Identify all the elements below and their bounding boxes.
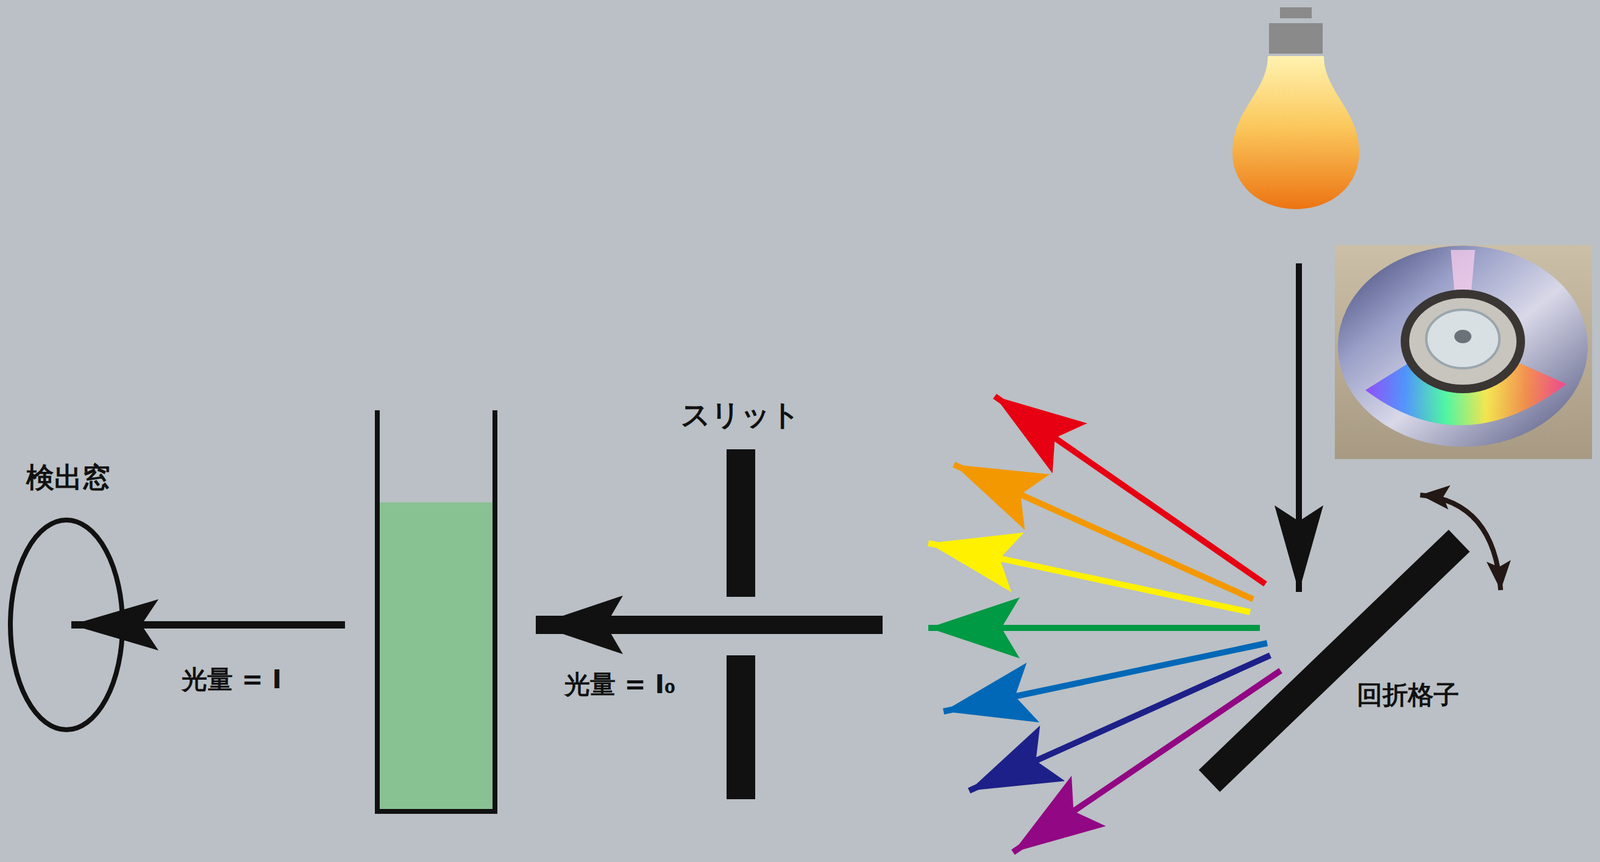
slit: スリット <box>675 394 806 810</box>
slit-shape <box>682 394 799 810</box>
node-label: スリット <box>675 397 806 433</box>
slit-upper-blade <box>726 449 756 597</box>
bulb-base <box>1269 23 1323 54</box>
disc-hole <box>1454 329 1472 344</box>
detector-window: 検出窓 <box>2 458 135 739</box>
transmitted-light-label: 光量 = I <box>181 664 282 695</box>
cuvette <box>377 410 495 812</box>
light-bulb <box>1232 7 1360 210</box>
node-label: 回折格子 <box>1356 679 1460 711</box>
node-label: 検出窓 <box>2 460 135 495</box>
incident-beam-arrow <box>535 615 883 634</box>
diffraction-grating-shape <box>1188 524 1482 799</box>
incident-light-arrow <box>1295 263 1302 592</box>
yellow-ray <box>928 543 1251 612</box>
disc-inner-ring <box>1404 293 1521 389</box>
transmitted-beam-arrow <box>71 621 345 629</box>
incident-light-label: 光量 = I₀ <box>564 669 676 700</box>
red-ray <box>994 396 1266 584</box>
detector-outline <box>10 519 123 730</box>
photo-background <box>1334 245 1593 459</box>
grating-bar <box>1209 540 1460 781</box>
detector-window-shape <box>7 458 130 739</box>
bulb-cap <box>1280 7 1312 19</box>
cd-photo <box>1334 245 1593 459</box>
disc-hub <box>1426 309 1500 369</box>
slit-lower-blade <box>726 655 756 800</box>
cuvette-wall <box>377 410 495 812</box>
disc <box>1337 245 1588 447</box>
bulb-glass <box>1232 56 1360 210</box>
sample-solution <box>377 502 495 812</box>
green-ray <box>928 624 1260 631</box>
diffraction-grating: 回折格子 <box>1188 524 1482 799</box>
